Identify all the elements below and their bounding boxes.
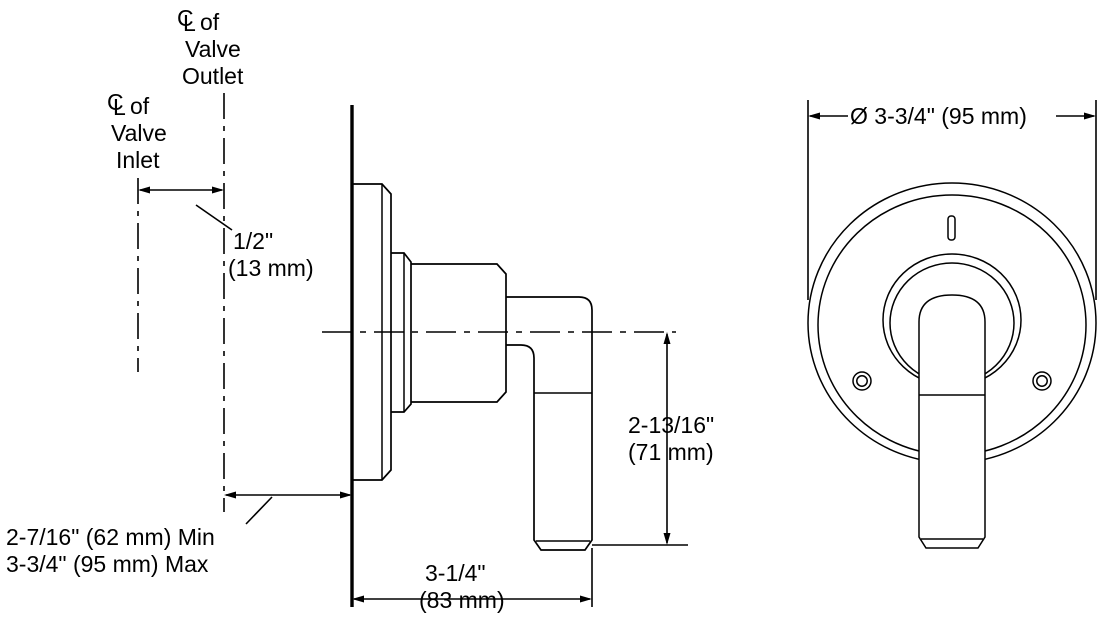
centerline-symbol-l-inlet: L [113, 94, 126, 120]
screw-hole-left-outer-icon [852, 371, 872, 391]
escutcheon-side-profile [352, 183, 392, 481]
dimension-wall-depth: 2-7/16" (62 mm) Min 3-3/4" (95 mm) Max [6, 491, 352, 577]
dimension-text-handle-drop-metric: (71 mm) [628, 439, 714, 465]
handle-lever-front-outline [918, 294, 986, 549]
arrowhead-left-wall-depth [224, 491, 236, 499]
valve-inlet-line2: Valve [111, 120, 167, 146]
escutcheon-outline [352, 183, 392, 481]
centerline-symbol-c-outlet: C [177, 5, 194, 31]
arrowhead-right-diameter [1084, 112, 1096, 120]
valve-inlet-line3: Inlet [116, 147, 160, 173]
dimension-inlet-to-outlet: 1/2" (13 mm) [138, 186, 314, 281]
handle-lever-outline [506, 296, 593, 551]
arrowhead-top-handle-drop [663, 332, 671, 344]
label-valve-inlet: C L of Valve Inlet [107, 89, 167, 173]
hub-cylinder-side-profile [411, 263, 507, 403]
handle-lever-front-view [918, 294, 986, 549]
dimension-text-handle-projection-inch: 3-1/4" [425, 560, 486, 586]
dimension-text-wall-depth-max: 3-3/4" (95 mm) Max [6, 551, 209, 577]
valve-inlet-line1: of [130, 93, 150, 119]
valve-outlet-line3: Outlet [182, 63, 244, 89]
centerline-symbol-c-inlet: C [107, 89, 124, 115]
index-mark-icon [947, 215, 956, 241]
dimension-text-handle-drop-inch: 2-13/16" [628, 412, 714, 438]
dimension-text-handle-projection-metric: (83 mm) [419, 587, 505, 613]
arrowhead-left-diameter [808, 112, 820, 120]
dimension-text-inlet-outlet-metric: (13 mm) [228, 255, 314, 281]
arrowhead-bottom-handle-drop [663, 533, 671, 545]
dimension-text-inlet-outlet-inch: 1/2" [233, 228, 273, 254]
arrowhead-right-inlet-outlet [212, 186, 224, 194]
screw-hole-left [852, 371, 872, 391]
screw-hole-right [1032, 371, 1052, 391]
valve-outlet-line2: Valve [185, 36, 241, 62]
screw-hole-right-inner-icon [1036, 375, 1048, 387]
hub-cylinder-outline [411, 263, 507, 403]
arrowhead-right-wall-depth [340, 491, 352, 499]
hub-collar-outline [391, 252, 412, 413]
screw-hole-left-inner-icon [856, 375, 868, 387]
hub-collar-side-profile [391, 252, 412, 413]
arrowhead-left-handle-projection [352, 595, 364, 603]
dimension-text-escutcheon-diameter: Ø 3-3/4" (95 mm) [850, 103, 1027, 129]
handle-lever-side-profile [506, 296, 593, 551]
dimension-handle-projection: 3-1/4" (83 mm) [352, 548, 593, 613]
handle-lever-fill [919, 295, 985, 548]
leader-line-wall-depth [245, 496, 273, 525]
screw-hole-right-outer-icon [1032, 371, 1052, 391]
arrowhead-right-handle-projection [580, 595, 592, 603]
leader-line-inlet-outlet [195, 204, 233, 231]
label-valve-outlet: C L of Valve Outlet [177, 5, 244, 89]
valve-outlet-line1: of [200, 9, 220, 35]
dimension-escutcheon-diameter: Ø 3-3/4" (95 mm) [807, 100, 1097, 300]
centerline-symbol-l-outlet: L [183, 10, 196, 36]
dimension-text-wall-depth-min: 2-7/16" (62 mm) Min [6, 524, 215, 550]
arrowhead-left-inlet-outlet [138, 186, 150, 194]
dimension-handle-drop: 2-13/16" (71 mm) [592, 332, 714, 546]
